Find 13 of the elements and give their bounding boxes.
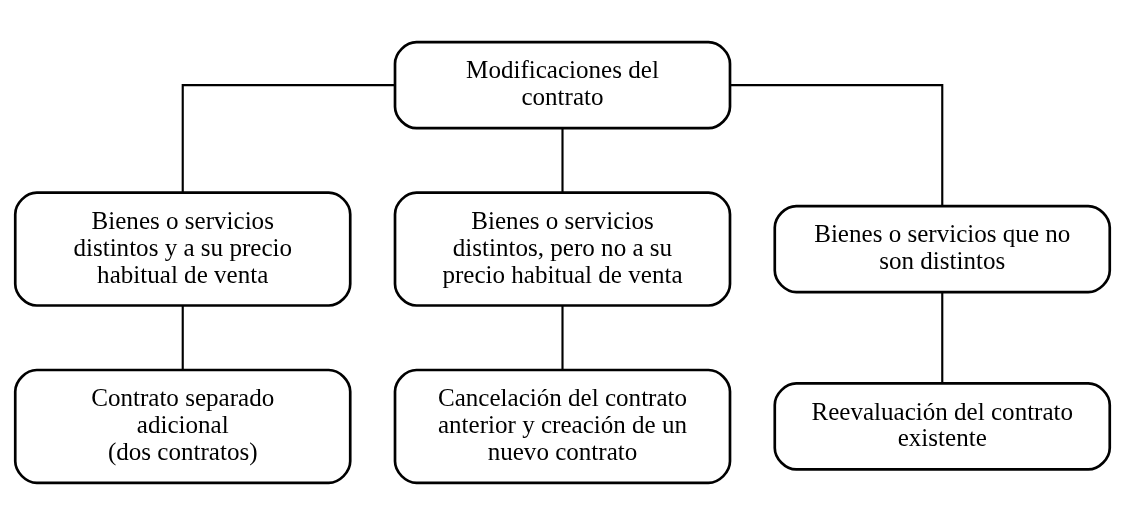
node-box: Modificaciones del contrato [393,40,732,129]
node-box: Contrato separado adicional (dos contratos) [13,368,352,484]
node-box: Bienes o servicios distintos y a su precio habitual de venta [13,190,352,307]
connector [730,83,944,206]
node-box: Bienes o servicios que no son distintos [773,204,1112,293]
connector [941,291,944,383]
node-box: Reevaluación del contrato existente [773,381,1112,471]
connector [561,305,564,370]
connector [181,83,395,192]
node-box: Cancelación del contrato anterior y creación de un nuevo contrato [393,368,732,484]
connector [561,127,564,192]
connector [181,305,184,370]
node-box: Bienes o servicios distintos, pero no a su precio habitual de venta [393,190,732,307]
